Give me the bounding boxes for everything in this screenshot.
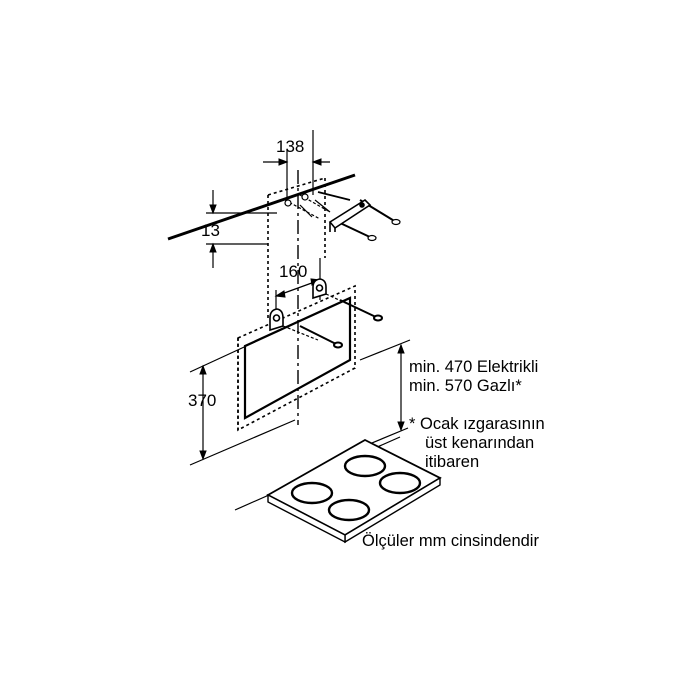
dimension-13	[206, 190, 277, 268]
clearance-dimension	[354, 339, 411, 451]
clearance-line-1: min. 470 Elektrikli	[409, 358, 538, 376]
upper-screws	[284, 191, 401, 242]
lower-screws	[282, 293, 383, 349]
dimension-138-label: 138	[276, 137, 304, 156]
dimension-138	[263, 130, 330, 200]
dimension-370-label: 370	[188, 391, 216, 410]
footnote-line-1: * Ocak ızgarasının	[409, 415, 545, 433]
cooktop	[266, 438, 442, 544]
dimension-13-label: 13	[201, 221, 220, 240]
burner-icon	[290, 481, 334, 505]
burner-icon	[378, 471, 422, 495]
clearance-line-2: min. 570 Gazlı*	[409, 377, 522, 395]
footnote-line-3: itibaren	[425, 453, 479, 471]
units-note: Ölçüler mm cinsindendir	[362, 532, 539, 550]
upper-bracket	[328, 198, 372, 232]
dimension-370	[189, 341, 296, 466]
dimension-160-label: 160	[279, 262, 307, 281]
footnote-line-2: üst kenarından	[425, 434, 534, 452]
hood-panel	[243, 296, 352, 420]
hood-body-outline	[237, 284, 356, 432]
lower-brackets	[269, 278, 327, 332]
chimney-outline	[267, 177, 326, 318]
ceiling-line	[167, 173, 356, 241]
burner-icon	[327, 498, 371, 522]
burner-icon	[343, 454, 387, 478]
